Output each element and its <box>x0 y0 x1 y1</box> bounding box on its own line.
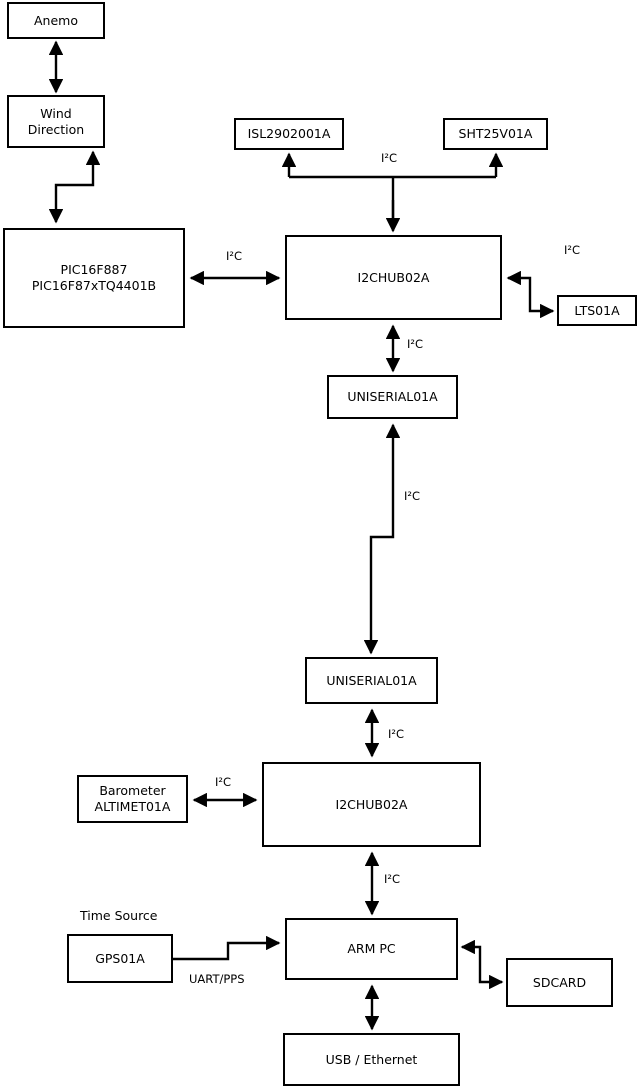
edge-label-i2c-hub-uniserial-top: I²C <box>407 337 424 351</box>
edge-label-i2c-sensor-bus: I²C <box>381 151 398 165</box>
node-isl2902001a[interactable]: ISL2902001A <box>234 118 344 150</box>
edge-label-i2c-hub-lts: I²C <box>564 243 581 257</box>
node-uniserial01a-top-label: UNISERIAL01A <box>347 389 438 405</box>
edge-hubtop-lts <box>506 270 555 319</box>
edge-label-uart-pps: UART/PPS <box>189 972 245 986</box>
edge-label-i2c-hub-armpc: I²C <box>384 872 401 886</box>
edge-wind-pic-head-up <box>56 158 93 222</box>
node-i2chub02a-top-label: I2CHUB02A <box>357 269 430 285</box>
node-uniserial01a-bottom[interactable]: UNISERIAL01A <box>305 657 438 704</box>
node-barometer-altimet01a-label: Barometer ALTIMET01A <box>94 783 171 814</box>
node-i2chub02a-bottom-label: I2CHUB02A <box>335 796 408 812</box>
node-anemo[interactable]: Anemo <box>7 2 105 39</box>
edge-label-i2c-uniserial-hub-bottom: I²C <box>388 727 405 741</box>
node-usb-ethernet[interactable]: USB / Ethernet <box>283 1033 460 1086</box>
node-wind-direction[interactable]: Wind Direction <box>7 95 105 148</box>
node-usb-ethernet-label: USB / Ethernet <box>325 1051 418 1067</box>
node-pic-microcontroller[interactable]: PIC16F887 PIC16F87xTQ4401B <box>3 228 185 328</box>
node-gps01a-label: GPS01A <box>95 950 145 966</box>
node-arm-pc[interactable]: ARM PC <box>285 918 458 980</box>
node-uniserial01a-bottom-label: UNISERIAL01A <box>326 672 417 688</box>
edge-label-i2c-barometer-hub: I²C <box>215 775 232 789</box>
node-sht25v01a[interactable]: SHT25V01A <box>443 118 548 150</box>
node-sdcard-label: SDCARD <box>532 974 587 990</box>
edge-armpc-sdcard <box>460 939 504 990</box>
node-sdcard[interactable]: SDCARD <box>506 958 613 1007</box>
node-isl2902001a-label: ISL2902001A <box>247 126 331 142</box>
node-lts01a[interactable]: LTS01A <box>557 295 637 326</box>
edge-uniserial-link <box>363 423 401 655</box>
label-time-source: Time Source <box>80 908 158 923</box>
edge-label-i2c-pic-hub: I²C <box>226 249 243 263</box>
node-i2chub02a-bottom[interactable]: I2CHUB02A <box>262 762 481 847</box>
node-barometer-altimet01a[interactable]: Barometer ALTIMET01A <box>77 775 188 823</box>
node-gps01a[interactable]: GPS01A <box>67 934 173 983</box>
node-arm-pc-label: ARM PC <box>347 941 396 957</box>
node-anemo-label: Anemo <box>34 12 78 28</box>
node-pic-microcontroller-label: PIC16F887 PIC16F87xTQ4401B <box>31 262 157 293</box>
node-i2chub02a-top[interactable]: I2CHUB02A <box>285 235 502 320</box>
edge-wind-pic <box>48 150 101 224</box>
node-lts01a-label: LTS01A <box>574 302 620 318</box>
edge-gps-armpc <box>173 935 281 961</box>
edge-label-i2c-uniserial-link: I²C <box>404 489 421 503</box>
node-sht25v01a-label: SHT25V01A <box>458 126 533 142</box>
node-wind-direction-label: Wind Direction <box>27 105 85 137</box>
node-uniserial01a-top[interactable]: UNISERIAL01A <box>327 375 458 419</box>
